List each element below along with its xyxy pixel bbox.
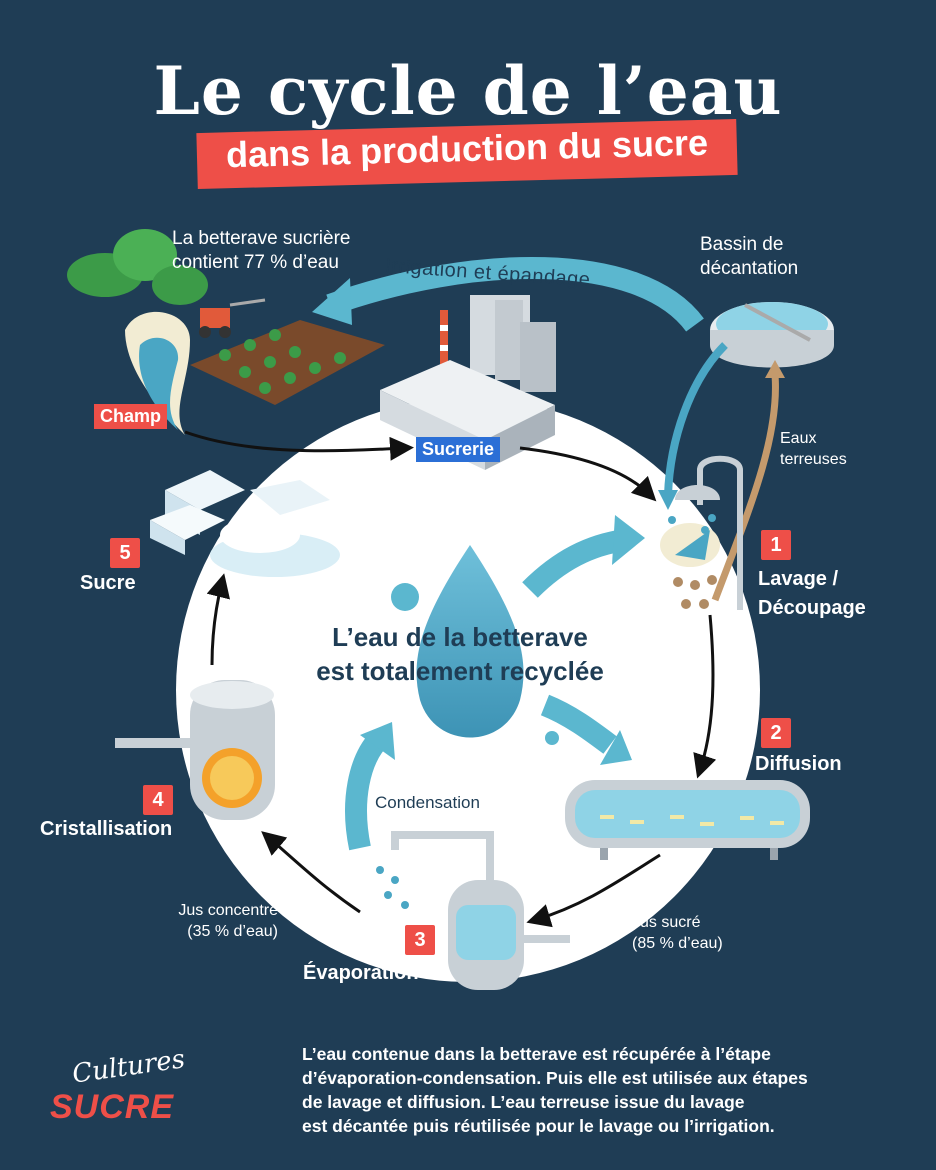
field-illustration: [190, 298, 385, 405]
basin-illustration: [710, 302, 834, 368]
factory-illustration: [380, 295, 556, 470]
eaux-terreuses-label: Eaux terreuses: [780, 428, 847, 470]
step-1-label: Lavage / Découpage: [758, 565, 866, 623]
jus-sucre-line: Jus sucré: [632, 914, 701, 931]
irrigation-arrow: [326, 256, 704, 332]
step-2-number: 2: [761, 718, 791, 748]
step-4-label: Cristallisation: [40, 818, 173, 840]
champ-tag: Champ: [94, 404, 168, 429]
diffusion-illustration: [565, 780, 810, 860]
step-2-label: Diffusion: [755, 753, 842, 775]
jus-sucre-label: Jus sucré (85 % d’eau): [632, 912, 723, 954]
water-drop: [416, 545, 524, 738]
evaporation-illustration: [376, 831, 570, 990]
step-4-number: 4: [143, 785, 173, 815]
step-1-label-line: Lavage /: [758, 568, 839, 590]
footer-line: est décantée puis réutilisée pour le lav…: [302, 1116, 775, 1136]
jus-sucre-line: (85 % d’eau): [632, 935, 723, 952]
basin-label: Bassin de décantation: [700, 233, 798, 281]
eaux-terreuses-line: Eaux: [780, 430, 817, 447]
basin-label-line: Bassin de: [700, 234, 784, 255]
center-message: L’eau de la betterave est totalement rec…: [260, 620, 660, 688]
field-note-line: contient 77 % d’eau: [172, 252, 339, 273]
footer-line: L’eau contenue dans la betterave est réc…: [302, 1044, 771, 1064]
page-title: Le cycle de l’eau: [153, 52, 783, 130]
step-1-number: 1: [761, 530, 791, 560]
field-note: La betterave sucrière contient 77 % d’ea…: [172, 227, 351, 275]
footer-text: L’eau contenue dans la betterave est réc…: [302, 1042, 922, 1138]
sucrerie-tag: Sucrerie: [416, 437, 501, 462]
step-1-label-line: Découpage: [758, 597, 866, 619]
footer-line: de lavage et diffusion. L’eau terreuse i…: [302, 1092, 745, 1112]
sugar-illustration: [150, 470, 340, 577]
jus-concentre-line: Jus concentré: [178, 902, 278, 919]
footer-line: d’évaporation-condensation. Puis elle es…: [302, 1068, 808, 1088]
basin-label-line: décantation: [700, 258, 799, 279]
field-note-line: La betterave sucrière: [172, 228, 351, 249]
eaux-terreuses-line: terreuses: [780, 451, 847, 468]
step-3-label: Évaporation: [303, 962, 419, 984]
center-message-line: est totalement recyclée: [316, 656, 604, 686]
step-5-number: 5: [110, 538, 140, 568]
jus-concentre-line: (35 % d’eau): [187, 923, 278, 940]
beet-illustration: [67, 229, 208, 435]
logo-sucre: SUCRE: [50, 1088, 175, 1126]
washing-illustration: [660, 455, 743, 610]
center-message-line: L’eau de la betterave: [332, 622, 588, 652]
step-5-label: Sucre: [80, 572, 136, 594]
crystallization-illustration: [115, 680, 275, 820]
jus-concentre-label: Jus concentré (35 % d’eau): [148, 900, 278, 942]
condensation-label: Condensation: [375, 793, 480, 812]
step-3-number: 3: [405, 925, 435, 955]
